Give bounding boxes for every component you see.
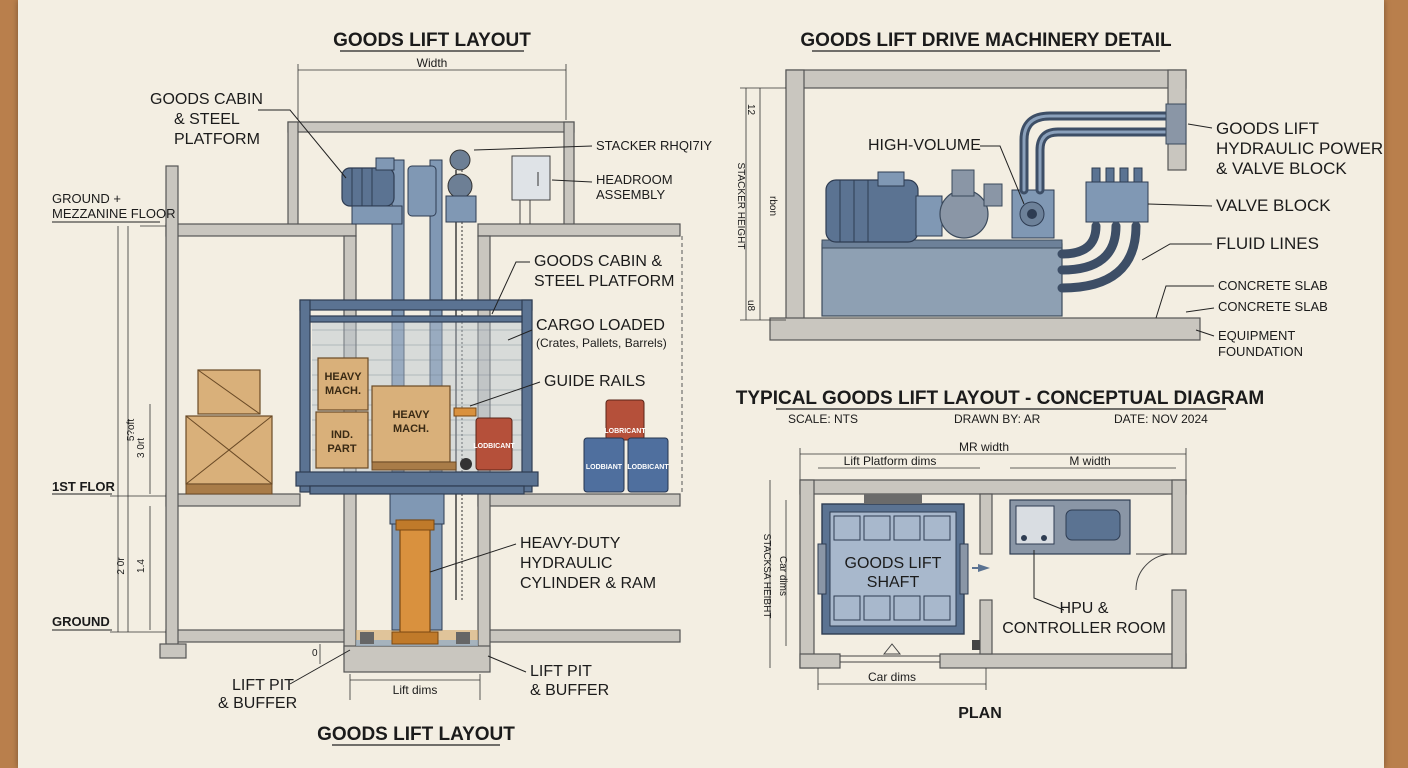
drum-label-2: LODBIANT	[586, 464, 623, 471]
floor-height-dimensions: 5?oft 3 0rt 2 0r 1.4 0	[110, 225, 321, 664]
dim-upper: 3 0rt	[136, 438, 147, 458]
width-dimension: Width	[297, 56, 567, 120]
label-pit-right-1: LIFT PIT	[530, 663, 592, 680]
plan-stacker-height: STACKSA HEIBHT	[761, 534, 772, 619]
machinery-title: GOODS LIFT DRIVE MACHINERY DETAIL	[800, 30, 1172, 51]
plan-platform-dims: Lift Platform dims	[844, 454, 937, 468]
label-guide-rails: GUIDE RAILS	[544, 373, 645, 390]
width-dim-label: Width	[417, 56, 448, 70]
plan-m-width: M width	[1069, 454, 1110, 468]
floor-crates	[185, 369, 273, 495]
label-power-1: GOODS LIFT	[1216, 119, 1319, 138]
label-pit-left-1: LIFT PIT	[232, 677, 294, 694]
crate-heavy-2-line1: HEAVY	[392, 409, 430, 421]
label-first-floor: 1ST FLOR	[52, 479, 115, 494]
label-cargo-1: CARGO LOADED	[536, 317, 665, 334]
label-cabin-top-3: PLATFORM	[174, 131, 260, 148]
label-cargo-2: (Crates, Pallets, Barrels)	[536, 336, 667, 350]
machinery-dim-small: rbon	[767, 196, 778, 216]
drum-label-1: LOBRICANT	[604, 428, 646, 435]
label-cabin-mid-1: GOODS CABIN &	[534, 253, 662, 270]
dim-total: 5?oft	[126, 419, 137, 441]
label-pit-left-2: & BUFFER	[218, 695, 297, 712]
lift-layout-section: GOODS LIFT LAYOUT Width	[52, 30, 712, 746]
machinery-stacker-height: STACKER HEIGHT	[735, 162, 746, 249]
label-slab-2: CONCRETE SLAB	[1218, 299, 1328, 314]
label-power-2: HYDRAULIC POWER	[1216, 139, 1383, 158]
plan-hpu-2: CONTROLLER ROOM	[1002, 620, 1166, 637]
valve-block	[1085, 167, 1149, 223]
cargo-crates: HEAVY MACH. IND. PART HEAVY MACH. LODBIC…	[315, 357, 515, 471]
hpu-pump	[939, 169, 1055, 239]
label-stacker: STACKER RHQI7IY	[596, 138, 712, 153]
label-valve-block: VALVE BLOCK	[1216, 196, 1331, 215]
engineering-drawing: GOODS LIFT LAYOUT Width	[52, 30, 1383, 746]
machinery-dim-bot: u8	[745, 300, 756, 312]
label-headroom-2: ASSEMBLY	[596, 187, 665, 202]
label-fluid-lines: FLUID LINES	[1216, 234, 1319, 253]
plan-car-dim-v: Car dims	[777, 556, 788, 596]
lift-layout-bottom-title: GOODS LIFT LAYOUT	[317, 724, 515, 745]
lift-dims-dimension: Lift dims	[349, 674, 481, 700]
machinery-detail-section: GOODS LIFT DRIVE MACHINERY DETAIL	[735, 30, 1383, 359]
label-cabin-top-2: & STEEL	[174, 111, 240, 128]
plan-lift-shaft: GOODS LIFT SHAFT	[817, 494, 990, 635]
plan-hpu-1: HPU &	[1060, 600, 1109, 617]
dim-lower-2: 1.4	[136, 559, 147, 573]
dim-pit: 0	[312, 648, 318, 659]
machinery-dimensions: STACKER HEIGHT rbon 12 u8	[735, 87, 786, 321]
label-cylinder-2: HYDRAULIC	[520, 555, 612, 572]
plan-walls	[799, 479, 1187, 669]
label-power-3: & VALVE BLOCK	[1216, 159, 1347, 178]
plan-hpu: HPU & CONTROLLER ROOM	[972, 499, 1166, 650]
top-motor	[341, 149, 477, 225]
label-headroom-1: HEADROOM	[596, 172, 673, 187]
machinery-dim-top: 12	[745, 104, 756, 116]
plan-scale: SCALE: NTS	[788, 412, 858, 426]
hydraulic-tank	[821, 243, 1063, 317]
plan-section: TYPICAL GOODS LIFT LAYOUT - CONCEPTUAL D…	[736, 388, 1265, 722]
dim-lower-1: 2 0r	[116, 557, 127, 575]
lift-dims-label: Lift dims	[393, 683, 438, 697]
plan-car-dims: Car dims	[868, 670, 916, 684]
label-foundation-1: EQUIPMENT	[1218, 328, 1295, 343]
plan-label: PLAN	[958, 705, 1002, 722]
label-ground-mezz-1: GROUND +	[52, 191, 121, 206]
label-ground: GROUND	[52, 614, 110, 629]
fluid-lines	[1019, 103, 1187, 293]
label-cylinder-1: HEAVY-DUTY	[520, 535, 621, 552]
plan-title: TYPICAL GOODS LIFT LAYOUT - CONCEPTUAL D…	[736, 388, 1265, 409]
label-pit-right-2: & BUFFER	[530, 682, 609, 699]
hydraulic-cylinder	[360, 519, 470, 645]
lift-layout-title: GOODS LIFT LAYOUT	[333, 30, 531, 51]
plan-date: DATE: NOV 2024	[1114, 412, 1208, 426]
cabin-drum-label: LODBICANT	[473, 443, 515, 450]
label-ground-mezz-2: MEZZANINE FLOOR	[52, 206, 176, 221]
crate-ind-line1: IND.	[331, 429, 353, 441]
plan-mr-width: MR width	[959, 440, 1009, 454]
crate-heavy-2-line2: MACH.	[393, 423, 429, 435]
label-cabin-top-1: GOODS CABIN	[150, 91, 263, 108]
label-cabin-mid-2: STEEL PLATFORM	[534, 273, 674, 290]
hpu-motor	[825, 171, 943, 243]
crate-ind-line2: PART	[327, 443, 356, 455]
label-high-volume: HIGH-VOLUME	[868, 137, 981, 154]
control-box	[511, 155, 551, 224]
label-slab-1: CONCRETE SLAB	[1218, 278, 1328, 293]
drum-label-3: LODBICANT	[627, 464, 669, 471]
plan-shaft-1: GOODS LIFT	[845, 555, 942, 572]
plan-side-dimensions: STACKSA HEIBHT Car dims Car dims	[761, 480, 987, 690]
plan-drawn-by: DRAWN BY: AR	[954, 412, 1041, 426]
label-cylinder-3: CYLINDER & RAM	[520, 575, 656, 592]
label-foundation-2: FOUNDATION	[1218, 344, 1303, 359]
crate-heavy-1-line2: MACH.	[325, 385, 361, 397]
drawing-sheet: GOODS LIFT LAYOUT Width	[18, 0, 1384, 768]
plan-width-dimensions: MR width Lift Platform dims M width	[799, 440, 1187, 480]
plan-shaft-2: SHAFT	[867, 574, 920, 591]
crate-heavy-1-line1: HEAVY	[324, 371, 362, 383]
floor-drums: LOBRICANT LODBIANT LODBICANT	[583, 399, 669, 493]
